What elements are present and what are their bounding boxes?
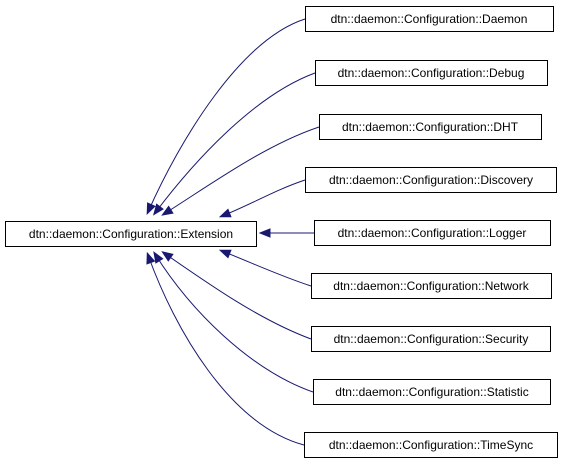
derived-class-label: dtn::daemon::Configuration::Daemon (331, 12, 528, 26)
edge-discovery-arrowhead (218, 208, 232, 218)
derived-class-label: dtn::daemon::Configuration::Discovery (329, 173, 533, 187)
edge-discovery (221, 179, 306, 217)
derived-class-node-discovery[interactable]: dtn::daemon::Configuration::Discovery (305, 167, 557, 193)
derived-class-box (304, 432, 558, 458)
derived-class-node-statistic[interactable]: dtn::daemon::Configuration::Statistic (313, 379, 551, 405)
derived-class-label: dtn::daemon::Configuration::Logger (338, 226, 527, 240)
edge-debug-arrowhead (152, 203, 164, 216)
derived-class-node-network[interactable]: dtn::daemon::Configuration::Network (311, 273, 552, 299)
derived-class-box (305, 6, 554, 32)
derived-class-box (315, 60, 548, 86)
derived-class-node-dht[interactable]: dtn::daemon::Configuration::DHT (319, 114, 542, 140)
derived-class-label: dtn::daemon::Configuration::Statistic (335, 385, 528, 399)
derived-class-label: dtn::daemon::Configuration::Security (334, 332, 529, 346)
derived-class-box (311, 326, 551, 352)
base-class-node[interactable]: dtn::daemon::Configuration::Extension (5, 221, 257, 247)
edge-network (221, 250, 312, 287)
derived-class-node-timesync[interactable]: dtn::daemon::Configuration::TimeSync (304, 432, 558, 458)
derived-class-box (305, 167, 557, 193)
edge-statistic-arrowhead (153, 251, 164, 264)
edge-daemon (147, 18, 306, 213)
derived-class-node-logger[interactable]: dtn::daemon::Configuration::Logger (314, 220, 551, 246)
edge-security (163, 252, 312, 340)
derived-class-node-security[interactable]: dtn::daemon::Configuration::Security (311, 326, 551, 352)
base-class-box (5, 221, 257, 247)
derived-class-node-daemon[interactable]: dtn::daemon::Configuration::Daemon (305, 6, 554, 32)
edge-timesync-arrowhead (146, 251, 156, 265)
edge-daemon-arrowhead (146, 202, 156, 216)
derived-class-label: dtn::daemon::Configuration::DHT (342, 120, 519, 134)
edge-network-arrowhead (218, 249, 232, 259)
edge-dht-arrowhead (161, 205, 174, 216)
edge-statistic (154, 253, 314, 393)
derived-class-box (314, 220, 551, 246)
base-class-label: dtn::daemon::Configuration::Extension (29, 227, 233, 241)
derived-class-box (319, 114, 542, 140)
derived-class-label: dtn::daemon::Configuration::Debug (338, 66, 525, 80)
edge-debug (154, 72, 316, 214)
derived-class-label: dtn::daemon::Configuration::Network (333, 279, 529, 293)
derived-class-box (313, 379, 551, 405)
inheritance-edges (146, 18, 320, 446)
edge-logger-arrowhead (258, 228, 271, 238)
edge-security-arrowhead (161, 251, 174, 262)
edge-timesync (147, 254, 305, 446)
edge-dht (163, 126, 320, 215)
derived-class-node-debug[interactable]: dtn::daemon::Configuration::Debug (315, 60, 548, 86)
derived-class-label: dtn::daemon::Configuration::TimeSync (329, 438, 533, 452)
derived-class-box (311, 273, 552, 299)
